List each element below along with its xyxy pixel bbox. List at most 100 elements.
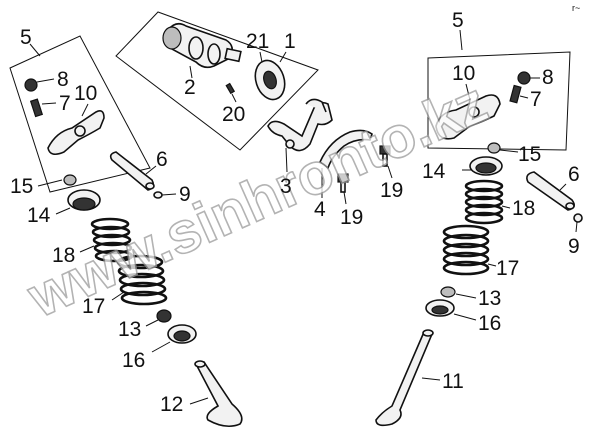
- leader-right-10: [465, 83, 471, 101]
- label-center-20: 20: [222, 103, 245, 126]
- label-right-10: 10: [452, 62, 475, 85]
- left-screw-7: [29, 98, 44, 118]
- bolt-19-b: [379, 145, 391, 167]
- label-right-15: 15: [518, 143, 541, 166]
- label-left-17: 17: [82, 295, 105, 318]
- label-right-5: 5: [452, 9, 464, 32]
- label-right-16: 16: [478, 312, 501, 335]
- label-center-19a: 19: [340, 206, 363, 229]
- label-left-15: 15: [10, 175, 33, 198]
- corner-mark: r~: [572, 3, 580, 13]
- leader-center-2: [189, 65, 193, 79]
- label-center-21: 21: [246, 30, 269, 53]
- leader-right-16: [453, 313, 477, 321]
- label-left-8: 8: [57, 68, 69, 91]
- pin-20: [225, 82, 236, 95]
- right-valve-11: [375, 331, 434, 427]
- label-left-5: 5: [20, 26, 32, 49]
- bolt-19-a: [337, 173, 349, 193]
- label-right-6: 6: [568, 163, 580, 186]
- right-seal-13: [440, 286, 456, 298]
- leader-left-17: [111, 291, 125, 301]
- leader-left-18: [79, 245, 95, 253]
- leader-right-17: [487, 263, 497, 267]
- leader-right-15: [499, 149, 519, 153]
- leader-left-6: [145, 165, 157, 175]
- label-left-13: 13: [118, 318, 141, 341]
- right-cotter-15: [487, 142, 501, 154]
- camshaft-2: [162, 22, 242, 69]
- leader-right-5: [459, 29, 463, 51]
- label-right-14: 14: [422, 160, 446, 183]
- leader-center-21: [259, 51, 263, 63]
- right-rocker-shaft-hole: [468, 106, 480, 118]
- right-valve-11-tip: [422, 329, 434, 337]
- right-rocker-kit-box: [427, 51, 571, 151]
- camshaft-holder-3: [267, 98, 333, 152]
- left-rocker-kit-box: [9, 35, 151, 193]
- right-outer-spring-17: [442, 224, 490, 276]
- label-center-4: 4: [314, 198, 326, 221]
- label-right-9: 9: [568, 235, 580, 258]
- label-left-6: 6: [156, 148, 168, 171]
- label-left-14: 14: [27, 204, 51, 227]
- label-center-1: 1: [284, 30, 296, 53]
- bearing-21-bore: [263, 70, 277, 90]
- leader-right-11: [421, 377, 441, 381]
- leader-left-5: [29, 43, 41, 57]
- gasket-4: [319, 129, 373, 170]
- leader-center-20: [231, 93, 237, 103]
- left-oring-9: [153, 191, 163, 199]
- leader-right-6: [559, 183, 567, 191]
- right-oring-9: [573, 213, 583, 223]
- right-retainer-14-inner: [475, 162, 497, 174]
- label-right-18: 18: [512, 197, 535, 220]
- left-outer-spring-17: [116, 254, 168, 306]
- label-left-9: 9: [179, 183, 191, 206]
- right-screw-7: [509, 84, 522, 104]
- leader-left-12: [189, 397, 209, 405]
- left-rocker-shaft-hole: [74, 125, 86, 137]
- label-right-13: 13: [478, 287, 501, 310]
- leader-center-3: [285, 147, 288, 173]
- leader-left-14: [55, 207, 71, 215]
- right-pin-6-end: [565, 202, 575, 210]
- left-valve-12: [194, 361, 243, 428]
- leader-left-10: [81, 103, 89, 117]
- leader-center-19b: [387, 165, 393, 179]
- label-left-16: 16: [122, 349, 145, 372]
- leader-left-7: [41, 102, 57, 105]
- leader-right-18: [501, 205, 511, 209]
- left-seat-16-inner: [173, 330, 191, 342]
- leader-center-19a: [343, 191, 347, 205]
- label-left-7: 7: [59, 92, 71, 115]
- label-center-2: 2: [184, 76, 196, 99]
- leader-right-7: [519, 95, 529, 99]
- label-left-18: 18: [52, 244, 75, 267]
- right-inner-spring-18: [464, 179, 504, 225]
- leader-left-8: [36, 78, 55, 83]
- left-retainer-14-inner: [72, 197, 96, 211]
- left-valve-12-tip: [194, 360, 206, 368]
- leader-right-9: [575, 221, 578, 233]
- leader-left-16: [151, 341, 171, 353]
- left-pin-6-end: [145, 182, 155, 190]
- right-rocker-arm-10: [435, 94, 501, 140]
- leader-left-13: [145, 319, 159, 327]
- label-left-12: 12: [160, 393, 183, 416]
- leader-right-13: [455, 293, 477, 299]
- left-cotter-15: [63, 174, 77, 186]
- left-seal-13: [156, 309, 172, 323]
- label-right-7: 7: [530, 88, 542, 111]
- label-right-11: 11: [442, 370, 464, 393]
- leader-center-1: [279, 51, 287, 63]
- right-seat-16-inner: [431, 305, 449, 315]
- leader-left-15: [37, 179, 63, 187]
- label-right-8: 8: [542, 66, 554, 89]
- leader-left-9: [161, 193, 177, 196]
- left-nut-8: [24, 78, 38, 92]
- label-right-17: 17: [496, 257, 519, 280]
- label-left-10: 10: [74, 82, 97, 105]
